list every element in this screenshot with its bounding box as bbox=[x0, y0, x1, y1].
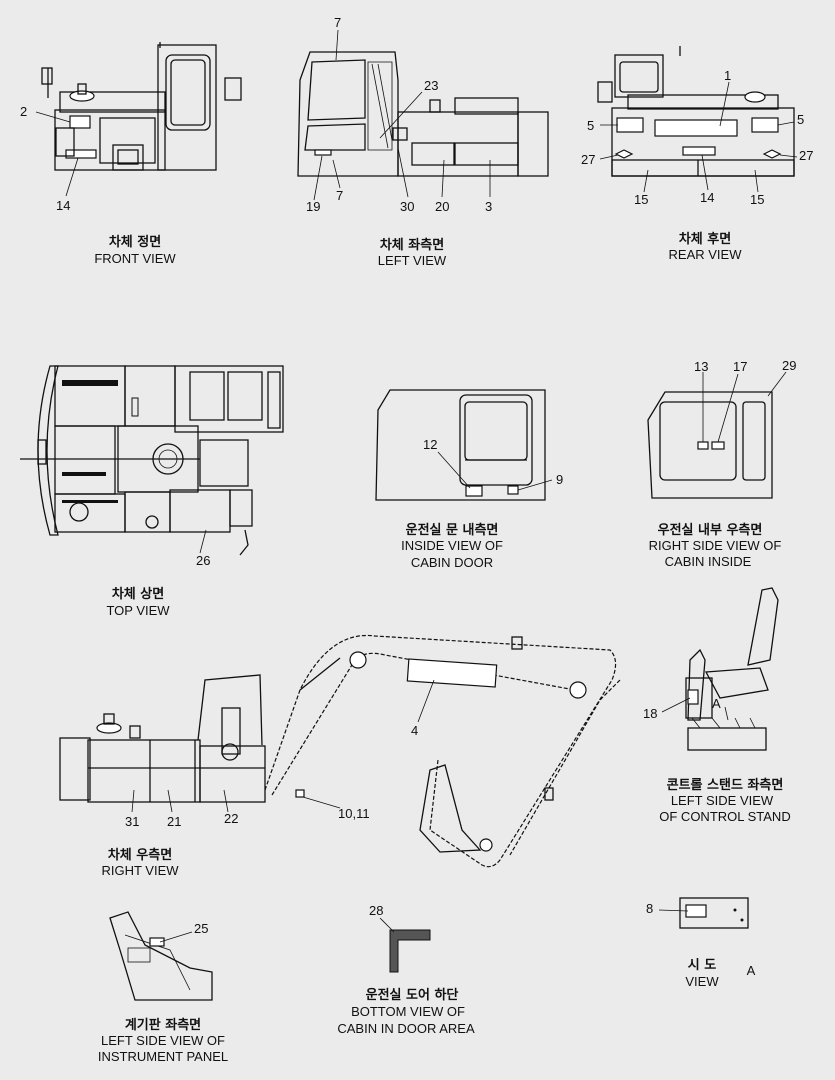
decal-2 bbox=[69, 115, 91, 129]
right-view-drawing bbox=[59, 634, 621, 868]
callout-9: 9 bbox=[556, 472, 563, 487]
callout-27-right: 27 bbox=[799, 148, 813, 163]
front-view-title-ko: 차체 정면 bbox=[109, 234, 161, 250]
rear-view-drawing bbox=[597, 46, 795, 177]
cabin-inside-drawing bbox=[647, 391, 773, 499]
decal-5-right bbox=[751, 117, 779, 133]
callout-3: 3 bbox=[485, 199, 492, 214]
decal-25 bbox=[149, 937, 165, 947]
cabin-inside-title-en-2: CABIN INSIDE bbox=[665, 554, 752, 569]
callout-1: 1 bbox=[724, 68, 731, 83]
control-stand-title-en-1: LEFT SIDE VIEW bbox=[671, 793, 774, 808]
view-a-title-ko: 시 도 bbox=[688, 958, 716, 973]
callout-10-11: 10,11 bbox=[338, 806, 370, 821]
callout-22: 22 bbox=[224, 811, 238, 826]
decal-27-right bbox=[762, 149, 782, 159]
right-view-title-ko: 차체 우측면 bbox=[108, 847, 172, 863]
decal-12 bbox=[465, 485, 483, 497]
cabin-door-drawing bbox=[375, 389, 546, 501]
control-stand-title-en-2: OF CONTROL STAND bbox=[659, 809, 790, 824]
callout-25: 25 bbox=[194, 921, 208, 936]
callout-5-left: 5 bbox=[587, 118, 594, 133]
callout-26: 26 bbox=[196, 553, 210, 568]
door-bottom-title-en-1: BOTTOM VIEW OF bbox=[351, 1004, 465, 1019]
callout-21: 21 bbox=[167, 814, 181, 829]
decal-27-left bbox=[614, 149, 634, 159]
front-view-title-en: FRONT VIEW bbox=[94, 251, 176, 266]
callout-7-bottom: 7 bbox=[336, 188, 343, 203]
callout-14: 14 bbox=[56, 198, 70, 213]
cabin-inside-title-en-1: RIGHT SIDE VIEW OF bbox=[649, 538, 782, 553]
callout-8: 8 bbox=[646, 901, 653, 916]
decal-18 bbox=[687, 689, 699, 705]
right-view-title-en: RIGHT VIEW bbox=[101, 863, 179, 878]
decal-8 bbox=[685, 904, 707, 918]
instrument-panel-drawing bbox=[109, 911, 213, 1001]
control-stand-drawing bbox=[685, 587, 779, 751]
callout-2: 2 bbox=[20, 104, 27, 119]
door-bottom-title-en-2: CABIN IN DOOR AREA bbox=[337, 1021, 475, 1036]
callout-5-right: 5 bbox=[797, 112, 804, 127]
callout-7-top: 7 bbox=[334, 15, 341, 30]
cabin-door-title-en-2: CABIN DOOR bbox=[411, 555, 493, 570]
decal-14-rear bbox=[682, 146, 716, 156]
callout-12: 12 bbox=[423, 437, 437, 452]
decal-9 bbox=[507, 485, 519, 495]
callout-23: 23 bbox=[424, 78, 438, 93]
callout-31: 31 bbox=[125, 814, 139, 829]
instrument-title-en-1: LEFT SIDE VIEW OF bbox=[101, 1033, 225, 1048]
callout-18: 18 bbox=[643, 706, 657, 721]
cabin-inside-title-ko: 우전실 내부 우측면 bbox=[658, 522, 763, 538]
decal-19 bbox=[314, 149, 332, 156]
callout-15-right: 15 bbox=[750, 192, 764, 207]
top-view-title-en: TOP VIEW bbox=[106, 603, 170, 618]
rear-view-title-ko: 차체 후면 bbox=[679, 231, 731, 247]
top-view-title-ko: 차체 상면 bbox=[112, 586, 164, 602]
door-bottom-title-ko: 운전실 도어 하단 bbox=[366, 987, 459, 1003]
decal-17 bbox=[711, 441, 725, 450]
decal-14 bbox=[65, 149, 97, 159]
view-a-letter: A bbox=[747, 963, 756, 978]
front-view-drawing bbox=[41, 42, 242, 171]
left-view-title-ko: 차체 좌측면 bbox=[380, 237, 444, 253]
callout-30: 30 bbox=[400, 199, 414, 214]
top-view-drawing bbox=[20, 365, 284, 556]
callout-A: A bbox=[712, 696, 721, 711]
view-a-title-en: VIEW bbox=[685, 974, 719, 989]
callout-17: 17 bbox=[733, 359, 747, 374]
rear-view-title-en: REAR VIEW bbox=[669, 247, 743, 262]
left-view-title-en: LEFT VIEW bbox=[378, 253, 447, 268]
decal-10-11 bbox=[295, 789, 305, 798]
callout-28: 28 bbox=[369, 903, 383, 918]
instrument-title-en-2: INSTRUMENT PANEL bbox=[98, 1049, 228, 1064]
callout-29: 29 bbox=[782, 358, 796, 373]
door-bottom-drawing bbox=[389, 929, 431, 973]
cabin-door-title-en-1: INSIDE VIEW OF bbox=[401, 538, 503, 553]
decal-13 bbox=[697, 441, 709, 450]
callout-13: 13 bbox=[694, 359, 708, 374]
callout-20: 20 bbox=[435, 199, 449, 214]
cabin-door-title-ko: 운전실 문 내측면 bbox=[406, 522, 499, 538]
decal-4 bbox=[406, 658, 498, 688]
decal-1 bbox=[654, 119, 738, 137]
callout-15-left: 15 bbox=[634, 192, 648, 207]
callout-27-left: 27 bbox=[581, 152, 595, 167]
callout-14-rear: 14 bbox=[700, 190, 714, 205]
callout-19: 19 bbox=[306, 199, 320, 214]
control-stand-title-ko: 콘트롤 스탠드 좌측면 bbox=[667, 777, 784, 793]
left-view-drawing bbox=[297, 51, 549, 177]
callout-4: 4 bbox=[411, 723, 418, 738]
view-a-drawing bbox=[679, 897, 749, 929]
instrument-title-ko: 계기판 좌측면 bbox=[125, 1017, 201, 1033]
decal-5-left bbox=[616, 117, 644, 133]
